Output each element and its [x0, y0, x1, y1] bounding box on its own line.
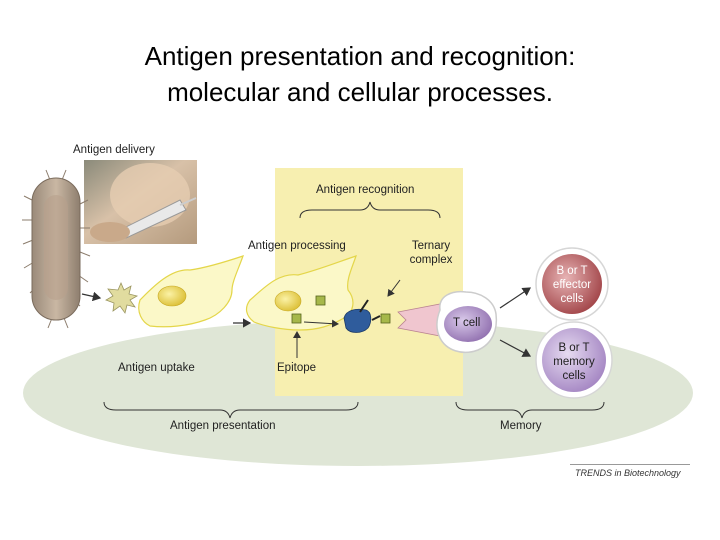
memory-label: Memory — [500, 420, 542, 432]
memory-cell-label-line-1: B or T — [558, 342, 590, 354]
t-cell-label: T cell — [453, 317, 481, 329]
epitope-square-1 — [315, 295, 326, 306]
ternary-complex-label-line-2: complex — [409, 254, 453, 266]
journal-credit: TRENDS in Biotechnology — [575, 468, 681, 478]
tcr-receptor-icon — [397, 303, 441, 337]
credit-divider — [570, 464, 690, 465]
effector-cell — [542, 254, 602, 314]
antigen-processing-label: Antigen processing — [248, 240, 346, 252]
antigen-delivery-label: Antigen delivery — [73, 144, 155, 156]
effector-arrow — [499, 287, 531, 309]
apc-1-nucleus — [157, 285, 187, 307]
mhc-molecule-icon — [343, 299, 381, 333]
memory-cell — [542, 328, 606, 392]
memory-brace — [455, 401, 605, 419]
apc-cell-2 — [245, 255, 357, 331]
presentation-brace — [103, 401, 359, 419]
antigen-recognition-label: Antigen recognition — [316, 184, 415, 196]
ternary-complex-label-line-1: Ternary — [411, 240, 451, 252]
effector-cell-label-line-1: B or T — [556, 265, 588, 277]
recognition-brace — [299, 201, 441, 219]
injection-photo — [84, 160, 197, 244]
apc-2-nucleus — [274, 290, 302, 312]
epitope-transport-arrow — [303, 319, 339, 328]
antigen-uptake-label: Antigen uptake — [118, 362, 195, 374]
effector-cell-label-line-3: cells — [560, 293, 584, 305]
slide-title-line-1: Antigen presentation and recognition: — [144, 41, 576, 71]
epitope-label: Epitope — [277, 362, 317, 374]
slide-title-line-2: molecular and cellular processes. — [167, 77, 553, 107]
ternary-complex-arrow — [387, 279, 401, 297]
antigen-presentation-label: Antigen presentation — [170, 420, 276, 432]
antigen-particle-icon — [105, 281, 139, 314]
epitope-square-2 — [291, 313, 302, 324]
memory-arrow — [499, 339, 532, 357]
uptake-arrow — [81, 291, 102, 302]
slide-title: Antigen presentation and recognition: mo… — [0, 38, 720, 110]
memory-cell-label-line-2: memory — [553, 356, 595, 368]
apc-cell-1 — [138, 255, 244, 328]
bacterium-icon — [22, 169, 91, 329]
memory-cell-label-line-3: cells — [562, 370, 586, 382]
epitope-square-3 — [380, 313, 391, 324]
effector-cell-label-line-2: effector — [552, 279, 592, 291]
t-cell-nucleus — [444, 306, 492, 342]
